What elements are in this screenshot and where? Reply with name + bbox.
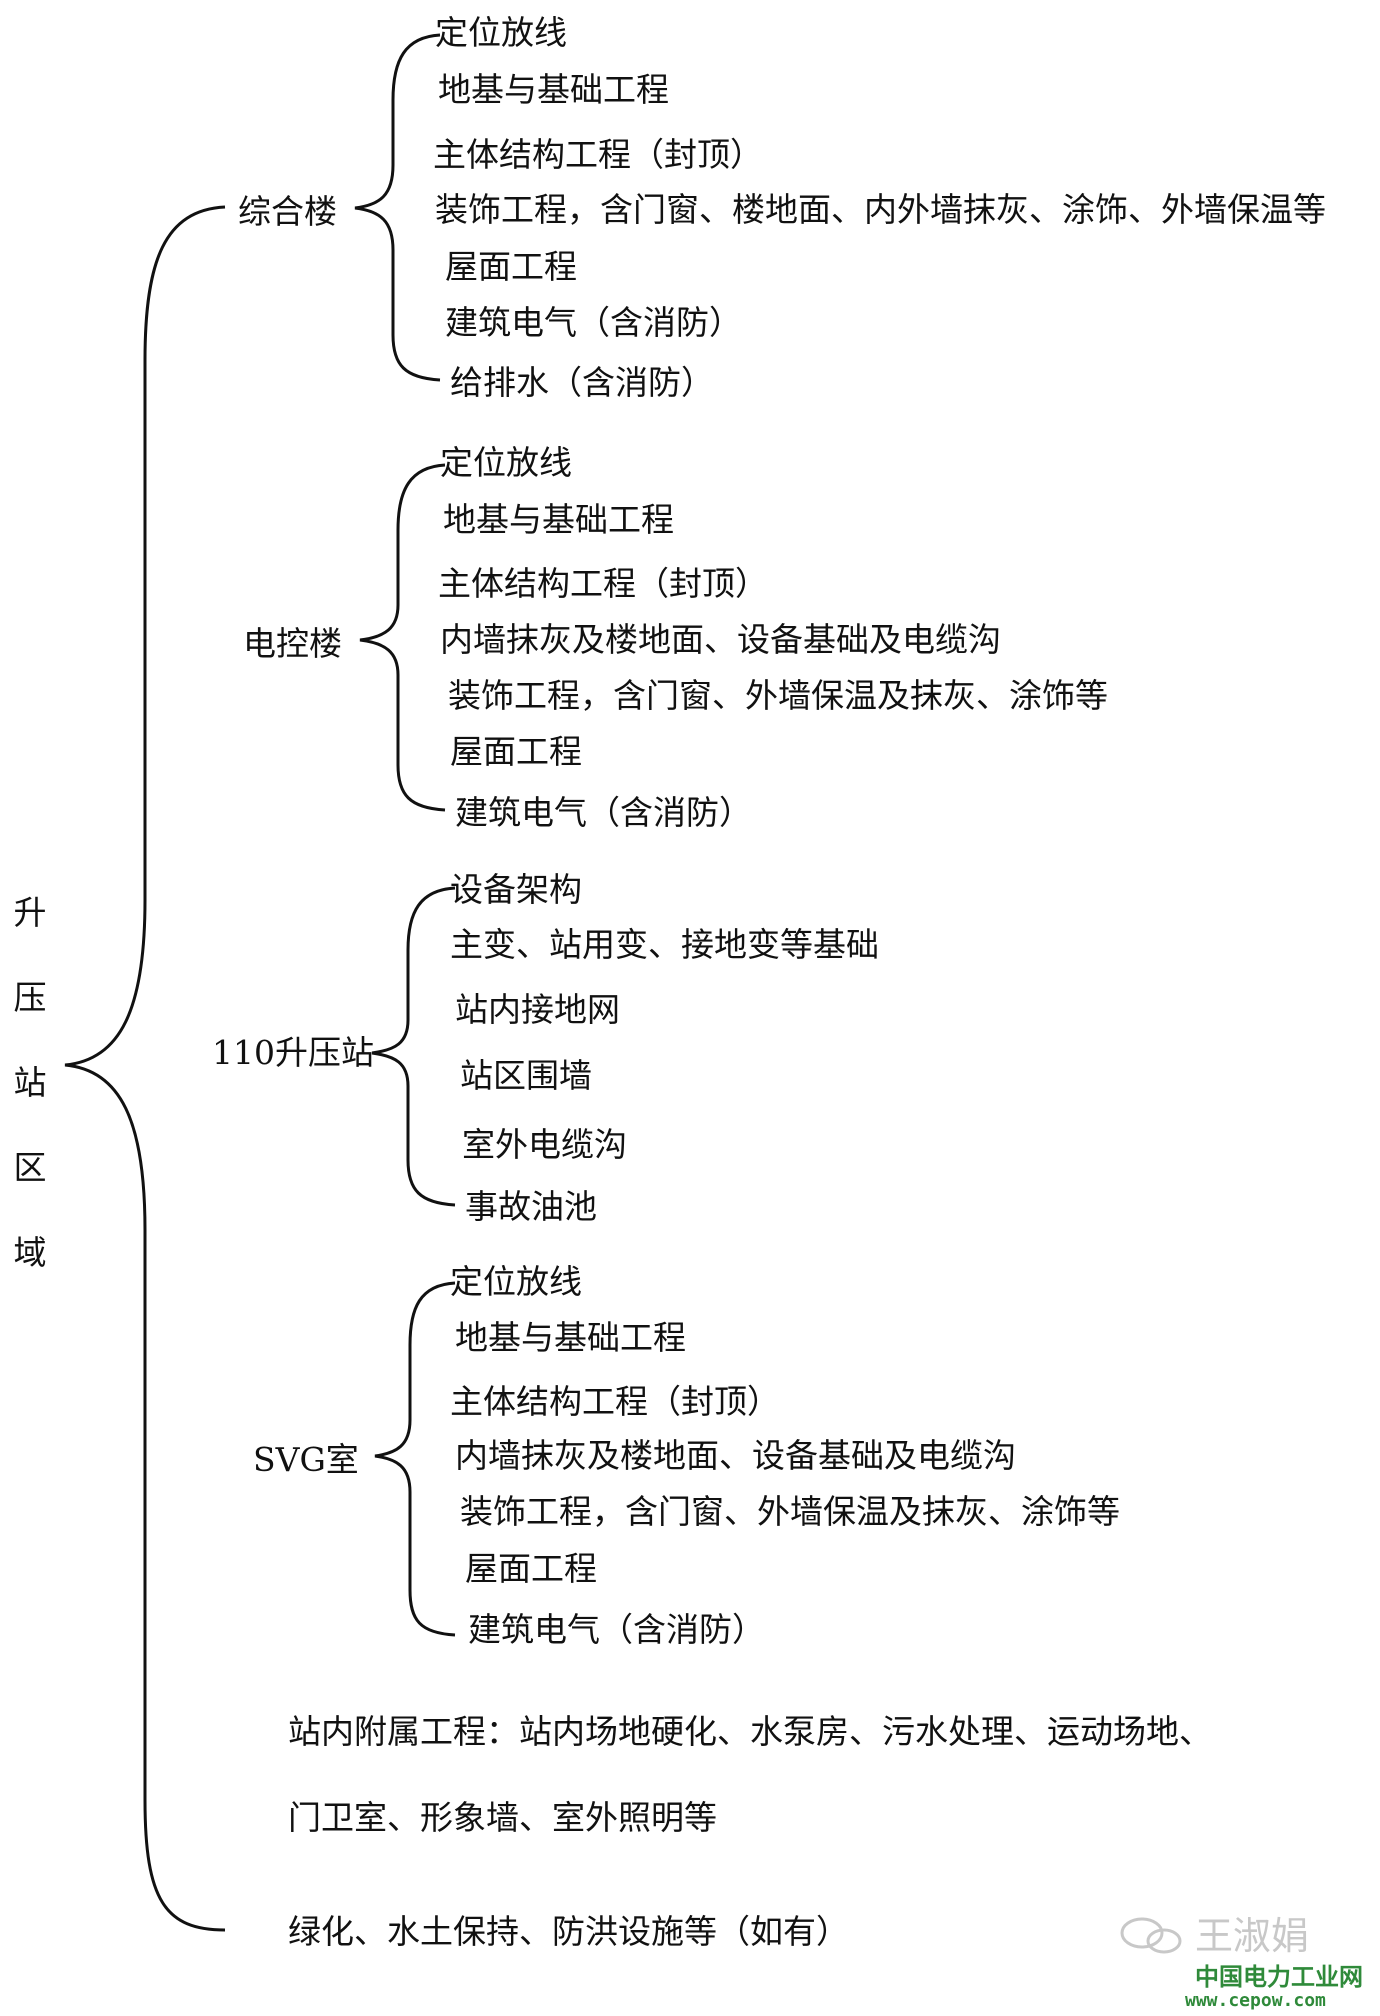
group-label-1: 综合楼 (238, 192, 337, 231)
group-1-item: 装饰工程，含门窗、楼地面、内外墙抹灰、涂饰、外墙保温等 (435, 190, 1326, 229)
wechat-icon (1120, 1917, 1182, 1954)
root-brace (64, 205, 226, 1932)
root-label: 升 压 站 区 域 (10, 870, 50, 1295)
group-3-item: 站区围墙 (460, 1056, 592, 1095)
extra-line-1: 站内附属工程：站内场地硬化、水泵房、污水处理、运动场地、 (288, 1712, 1212, 1751)
group-label-3: 110升压站 (212, 1033, 374, 1072)
group-2-item: 内墙抹灰及楼地面、设备基础及电缆沟 (440, 620, 1001, 659)
brace-group-1 (354, 33, 441, 382)
root-char: 站 (13, 1063, 47, 1102)
group-4-item: 屋面工程 (465, 1549, 597, 1588)
root-char: 压 (13, 978, 47, 1017)
group-1-item: 给排水（含消防） (450, 363, 714, 402)
group-3-item: 站内接地网 (455, 990, 620, 1029)
group-2-item: 定位放线 (440, 443, 572, 482)
group-1-item: 定位放线 (435, 13, 567, 52)
watermark-name: 王淑娟 (1195, 1914, 1310, 1958)
group-label-4: SVG室 (253, 1440, 359, 1479)
group-1-item: 主体结构工程（封顶） (433, 135, 763, 174)
group-2-item: 主体结构工程（封顶） (438, 564, 768, 603)
group-4-item: 装饰工程，含门窗、外墙保温及抹灰、涂饰等 (460, 1492, 1120, 1531)
group-4-item: 主体结构工程（封顶） (450, 1382, 780, 1421)
group-2-item: 地基与基础工程 (443, 500, 674, 539)
group-label-2: 电控楼 (243, 624, 342, 663)
group-4-item: 定位放线 (450, 1262, 582, 1301)
root-char: 升 (13, 893, 47, 932)
group-2-item: 建筑电气（含消防） (455, 793, 752, 832)
root-char: 域 (13, 1233, 47, 1272)
group-1-item: 屋面工程 (445, 247, 577, 286)
group-2-item: 装饰工程，含门窗、外墙保温及抹灰、涂饰等 (448, 676, 1108, 715)
group-4-item: 内墙抹灰及楼地面、设备基础及电缆沟 (455, 1436, 1016, 1475)
group-4-item: 建筑电气（含消防） (468, 1610, 765, 1649)
brace-group-3 (371, 886, 456, 1207)
group-3-item: 主变、站用变、接地变等基础 (450, 925, 879, 964)
group-3-item: 室外电缆沟 (462, 1125, 627, 1164)
watermark-site-cn: 中国电力工业网 (1195, 1963, 1363, 1991)
group-3-item: 设备架构 (450, 870, 582, 909)
group-1-item: 建筑电气（含消防） (445, 303, 742, 342)
extra-line-2: 门卫室、形象墙、室外照明等 (288, 1798, 717, 1837)
group-4-item: 地基与基础工程 (455, 1318, 686, 1357)
group-1-item: 地基与基础工程 (438, 70, 669, 109)
watermark-site-url: www.cepow.com (1185, 1990, 1326, 2011)
extra-line-3: 绿化、水土保持、防洪设施等（如有） (288, 1912, 849, 1951)
root-char: 区 (13, 1148, 47, 1187)
brace-group-4 (374, 1281, 456, 1637)
group-2-item: 屋面工程 (450, 732, 582, 771)
group-3-item: 事故油池 (465, 1187, 597, 1226)
brace-group-2 (359, 463, 446, 812)
